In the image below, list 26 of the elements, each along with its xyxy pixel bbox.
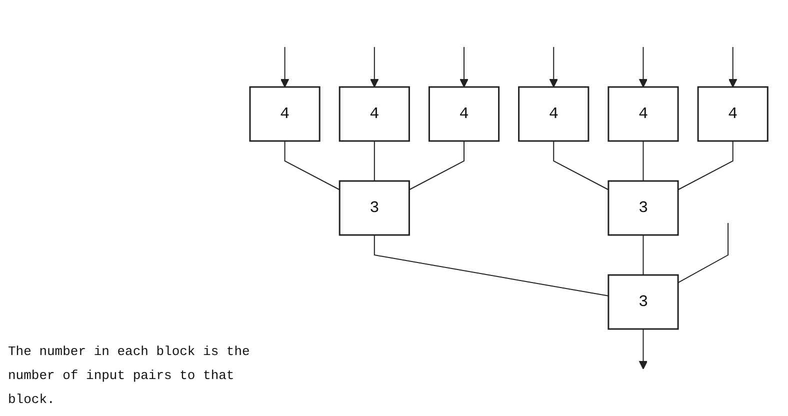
node-box: 4 xyxy=(608,86,679,142)
node-box: 3 xyxy=(608,180,679,236)
node-box: 4 xyxy=(697,86,769,142)
node-box: 4 xyxy=(428,86,500,142)
node-box: 4 xyxy=(339,86,410,142)
node-box: 3 xyxy=(339,180,410,236)
node-box: 4 xyxy=(518,86,590,142)
connector xyxy=(678,222,729,284)
arrow xyxy=(639,328,648,370)
arrow xyxy=(460,46,469,88)
connector xyxy=(408,140,465,190)
arrow xyxy=(728,46,738,88)
connector xyxy=(374,234,610,296)
connector xyxy=(374,140,376,182)
connector xyxy=(284,140,340,190)
connector xyxy=(642,140,644,182)
node-box: 3 xyxy=(608,274,679,330)
connector xyxy=(642,234,644,276)
connector xyxy=(678,140,734,190)
arrow xyxy=(549,46,558,88)
arrow xyxy=(639,46,648,88)
connector xyxy=(553,140,610,190)
arrow xyxy=(280,46,290,88)
arrow xyxy=(370,46,379,88)
note-text: The number in each block is the number of input pairs to that block. xyxy=(8,343,251,409)
node-box: 4 xyxy=(249,86,321,142)
